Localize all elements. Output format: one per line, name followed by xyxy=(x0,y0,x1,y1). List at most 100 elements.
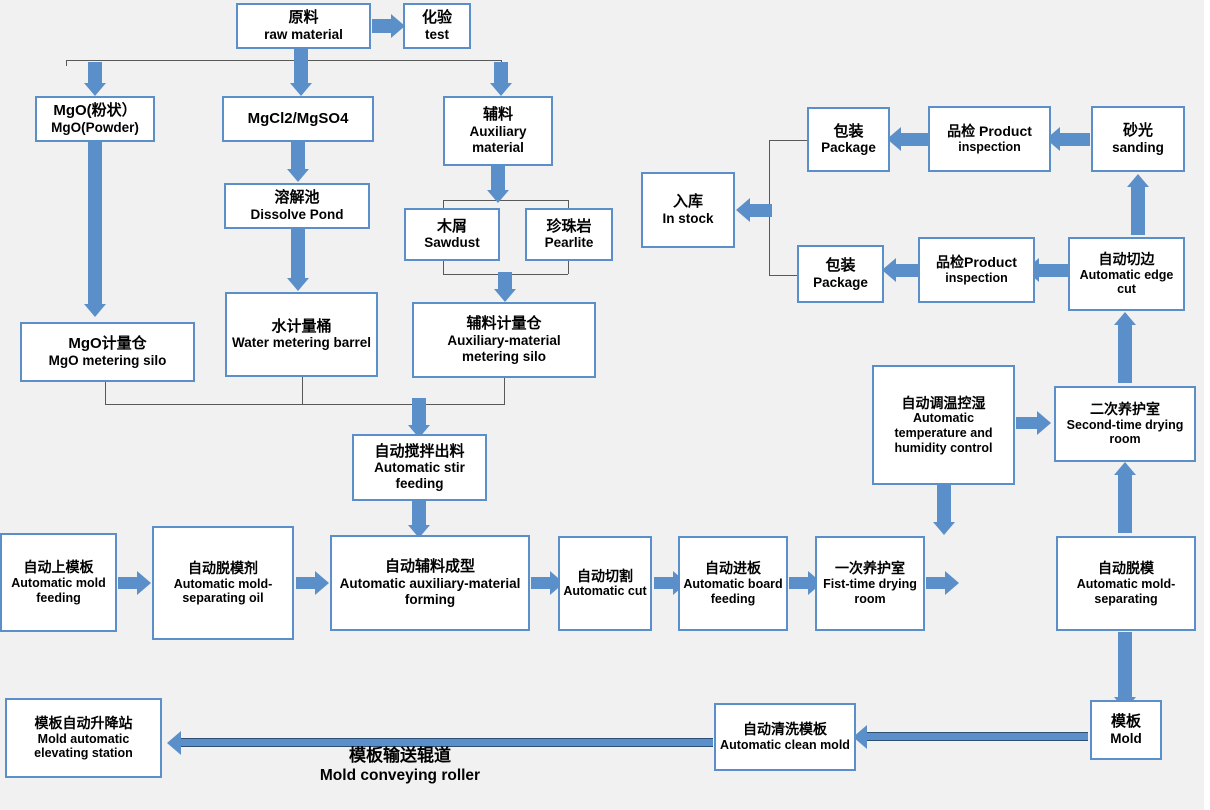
arrow-edgecut-to-sanding-shaft xyxy=(1131,187,1145,235)
arrow-inspectionbottom-to-packagebottom-head xyxy=(882,258,896,282)
node-mold[interactable]: 模板 Mold xyxy=(1090,700,1162,760)
node-auxiliary-material[interactable]: 辅料 Auxiliary material xyxy=(443,96,553,166)
node-in-stock[interactable]: 入库 In stock xyxy=(641,172,735,248)
connector-aux-silo-drop xyxy=(504,378,505,404)
arrow-mgo-to-silo-shaft xyxy=(88,141,102,305)
arrow-pond-to-water-head xyxy=(287,278,309,291)
arrow-temp-to-firstdrying-head xyxy=(933,522,955,535)
node-pearlite-cn: 珍珠岩 xyxy=(546,217,592,235)
node-auto-cut[interactable]: 自动切割 Automatic cut xyxy=(558,536,652,631)
node-edge-cut-cn: 自动切边 xyxy=(1098,250,1155,267)
node-dissolve-pond[interactable]: 溶解池 Dissolve Pond xyxy=(224,183,370,229)
node-sanding-en: sanding xyxy=(1112,139,1164,155)
arrow-moldfeeding-to-oil-head xyxy=(137,571,151,595)
arrow-temp-to-seconddrying-shaft xyxy=(1016,417,1038,429)
node-sawdust-cn: 木屑 xyxy=(436,217,467,235)
connector-aux-split-right xyxy=(568,200,569,208)
arrow-seconddrying-to-edgecut-head xyxy=(1114,312,1136,325)
node-aux-metering-silo[interactable]: 辅料计量仓 Auxiliary-material metering silo xyxy=(412,302,596,378)
node-board-feeding[interactable]: 自动进板 Automatic board feeding xyxy=(678,536,788,631)
node-aux-forming-en: Automatic auxiliary-material forming xyxy=(339,575,521,607)
connector-package-top-to-merge xyxy=(769,140,809,141)
node-pearlite[interactable]: 珍珠岩 Pearlite xyxy=(525,208,613,261)
node-mold-separating-cn: 自动脱模 xyxy=(1098,560,1154,577)
connector-raw-bus-left-drop xyxy=(66,60,67,66)
node-aux-forming[interactable]: 自动辅料成型 Automatic auxiliary-material form… xyxy=(330,535,530,631)
arrow-auxmerge-to-silo-head xyxy=(494,289,516,302)
node-second-drying-room[interactable]: 二次养护室 Second-time drying room xyxy=(1054,386,1196,462)
node-package-top[interactable]: 包装 Package xyxy=(807,107,890,172)
node-elevating-station-en: Mold automatic elevating station xyxy=(34,731,133,761)
node-board-feeding-cn: 自动进板 xyxy=(705,560,761,577)
node-mold-separating-oil-cn: 自动脱模剂 xyxy=(188,559,258,576)
node-stir-feeding-cn: 自动搅拌出料 xyxy=(374,442,465,460)
arrow-moldsep-to-seconddrying-shaft xyxy=(1118,475,1132,533)
node-stir-feeding[interactable]: 自动搅拌出料 Automatic stir feeding xyxy=(352,434,487,501)
node-package-top-cn: 包装 xyxy=(833,122,864,140)
node-package-bottom[interactable]: 包装 Package xyxy=(797,245,884,303)
node-temp-humidity-control[interactable]: 自动调温控湿 Automatic temperature and humidit… xyxy=(872,365,1015,485)
node-elevating-station-cn: 模板自动升降站 xyxy=(34,714,133,731)
node-package-top-en: Package xyxy=(821,140,876,156)
arrow-moldsep-to-mold-shaft xyxy=(1118,632,1132,698)
node-mold-feeding[interactable]: 自动上模板 Automatic mold feeding xyxy=(0,533,117,632)
arrow-edgecut-to-sanding-head xyxy=(1127,174,1149,187)
node-in-stock-en: In stock xyxy=(662,210,714,226)
node-aux-metering-silo-en: Auxiliary-material metering silo xyxy=(447,332,561,364)
node-water-metering-barrel-en: Water metering barrel xyxy=(231,335,372,351)
node-first-drying-room[interactable]: 一次养护室 Fist-time drying room xyxy=(815,536,925,631)
node-inspection-top-cn: 品检 Product xyxy=(947,123,1032,140)
connector-water-drop xyxy=(302,377,303,404)
node-test-en: test xyxy=(424,26,449,42)
node-test[interactable]: 化验 test xyxy=(403,3,471,49)
node-stir-feeding-en: Automatic stir feeding xyxy=(374,460,465,492)
arrow-merge-to-instock-shaft xyxy=(750,204,772,217)
node-second-drying-room-en: Second-time drying room xyxy=(1066,417,1184,447)
node-mgo-metering-silo[interactable]: MgO计量仓 MgO metering silo xyxy=(20,322,195,382)
arrow-merge-to-instock-head xyxy=(736,198,750,222)
node-raw-material[interactable]: 原料 raw material xyxy=(236,3,371,49)
connector-raw-distribution-bus xyxy=(66,60,502,61)
node-water-metering-barrel[interactable]: 水计量桶 Water metering barrel xyxy=(225,292,378,377)
node-mold-feeding-en: Automatic mold feeding xyxy=(11,576,106,605)
node-mold-cn: 模板 xyxy=(1110,713,1141,731)
node-test-cn: 化验 xyxy=(421,9,452,27)
node-mold-separating-oil[interactable]: 自动脱模剂 Automatic mold-separating oil xyxy=(152,526,294,640)
node-sanding-cn: 砂光 xyxy=(1122,122,1153,140)
node-mold-separating[interactable]: 自动脱模 Automatic mold-separating xyxy=(1056,536,1196,631)
node-inspection-top-en: inspection xyxy=(958,139,1021,154)
arrow-merge-to-stir-shaft xyxy=(412,398,426,426)
node-sawdust-en: Sawdust xyxy=(424,235,480,251)
node-mgcl2-mgso4[interactable]: MgCl2/MgSO4 xyxy=(222,96,374,142)
connector-package-bottom-to-merge xyxy=(769,275,799,276)
arrow-seconddrying-to-edgecut-shaft xyxy=(1118,325,1132,383)
node-clean-mold[interactable]: 自动清洗模板 Automatic clean mold xyxy=(714,703,856,771)
node-elevating-station[interactable]: 模板自动升降站 Mold automatic elevating station xyxy=(5,698,162,778)
arrow-stir-to-forming-shaft xyxy=(412,501,426,526)
connector-mgo-silo-drop xyxy=(105,382,106,404)
node-sawdust[interactable]: 木屑 Sawdust xyxy=(404,208,500,261)
node-mold-feeding-cn: 自动上模板 xyxy=(23,559,94,576)
node-inspection-bottom[interactable]: 品检Product inspection xyxy=(918,237,1035,303)
node-clean-mold-en: Automatic clean mold xyxy=(720,737,850,752)
node-edge-cut[interactable]: 自动切边 Automatic edge cut xyxy=(1068,237,1185,311)
connector-aux-merge-right xyxy=(568,261,569,274)
node-temp-humidity-control-en: Automatic temperature and humidity contr… xyxy=(894,411,993,455)
arrow-cleanmold-to-elevating-head xyxy=(167,731,181,755)
node-mold-separating-en: Automatic mold-separating xyxy=(1076,577,1176,606)
node-inspection-bottom-en: inspection xyxy=(945,270,1008,285)
caption-conveying-roller: 模板输送辊道 Mold conveying roller xyxy=(260,745,540,786)
arrow-rawmaterial-to-test-head xyxy=(391,14,405,38)
arrow-mgo-to-silo-head xyxy=(84,304,106,317)
node-mgo-powder[interactable]: MgO(粉状） MgO(Powder) xyxy=(35,96,155,142)
node-edge-cut-en: Automatic edge cut xyxy=(1079,267,1174,297)
arrow-bus-to-mgo-head xyxy=(84,83,106,96)
arrow-oil-to-forming-head xyxy=(315,571,329,595)
node-inspection-bottom-cn: 品检Product xyxy=(936,254,1017,271)
arrow-moldsep-to-seconddrying-head xyxy=(1114,462,1136,475)
node-sanding[interactable]: 砂光 sanding xyxy=(1091,106,1185,172)
arrow-rawmaterial-down-head xyxy=(290,83,312,96)
node-mgo-powder-en: MgO(Powder) xyxy=(51,119,139,135)
node-inspection-top[interactable]: 品检 Product inspection xyxy=(928,106,1051,172)
